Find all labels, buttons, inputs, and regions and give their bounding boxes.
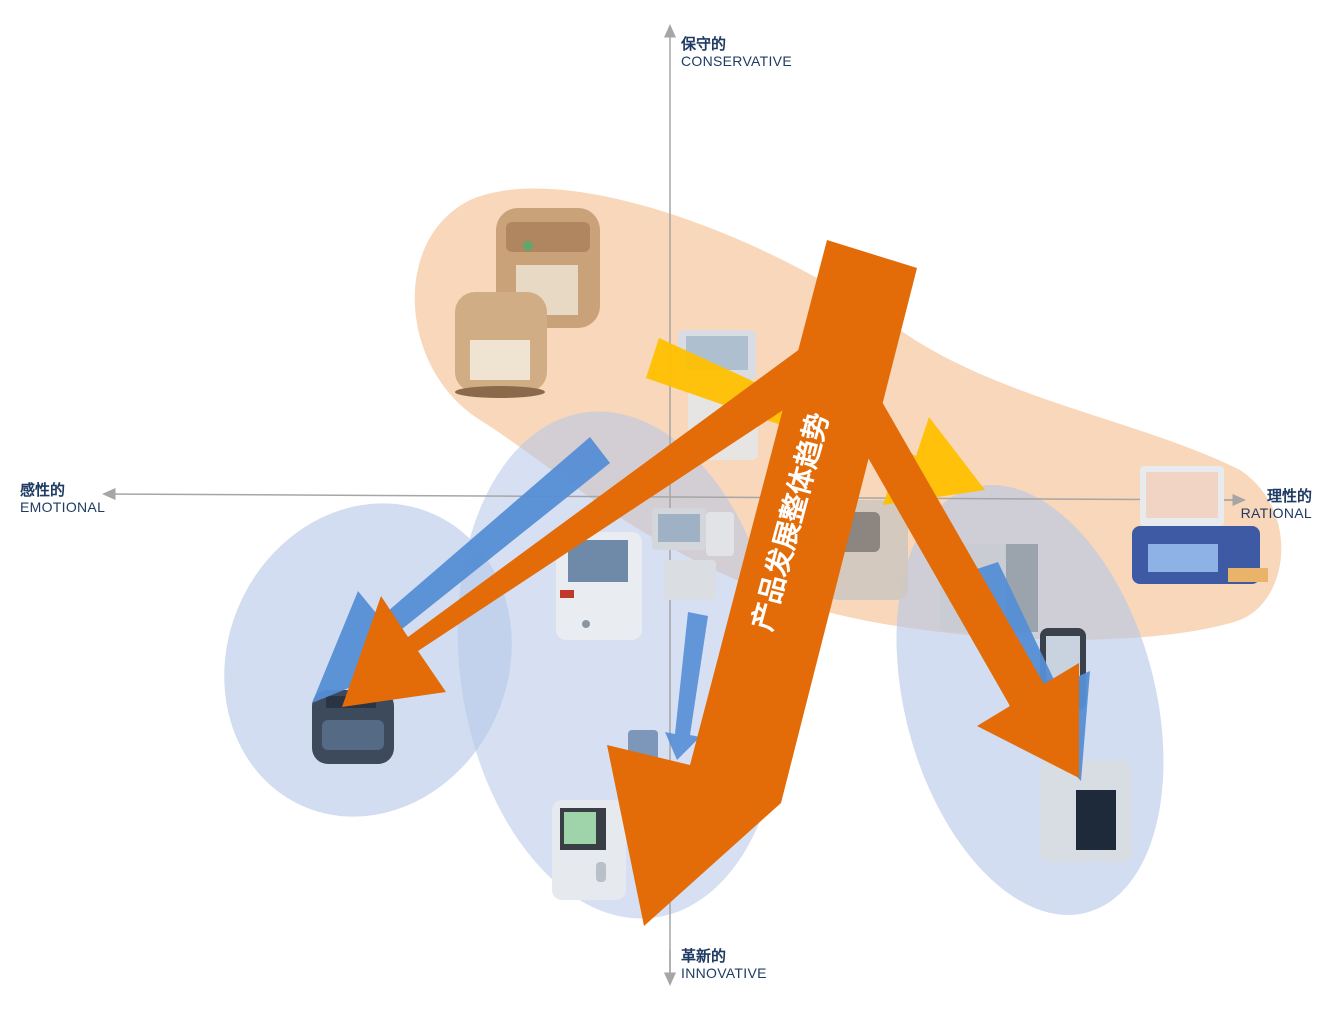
axis-label-top-cn: 保守的 xyxy=(681,35,727,53)
analyzer-device-icon xyxy=(552,730,658,900)
analyzer-device-icon xyxy=(1132,466,1268,584)
trend-arrow-down xyxy=(607,240,917,926)
analyzer-device-icon xyxy=(455,208,600,398)
axis-label-left-cn: 感性的 xyxy=(20,481,66,499)
arrow-blue-center xyxy=(665,612,708,760)
axis-label-bottom: 革新的 INNOVATIVE xyxy=(681,947,767,982)
axis-label-bottom-cn: 革新的 xyxy=(681,947,727,965)
axis-label-right: 理性的 RATIONAL xyxy=(1230,487,1312,522)
axis-label-bottom-en: INNOVATIVE xyxy=(681,965,767,982)
axis-label-top-en: CONSERVATIVE xyxy=(681,53,792,70)
analyzer-device-icon xyxy=(312,690,394,764)
axis-label-left-en: EMOTIONAL xyxy=(20,499,106,516)
axis-label-left: 感性的 EMOTIONAL xyxy=(20,481,106,516)
axis-label-top: 保守的 CONSERVATIVE xyxy=(681,35,792,70)
axis-label-right-en: RATIONAL xyxy=(1240,505,1312,522)
analyzer-device-icon xyxy=(556,508,734,640)
trend-arrow-left xyxy=(342,315,871,707)
trend-arrow-right xyxy=(831,374,1079,778)
axis-label-right-cn: 理性的 xyxy=(1266,487,1312,505)
